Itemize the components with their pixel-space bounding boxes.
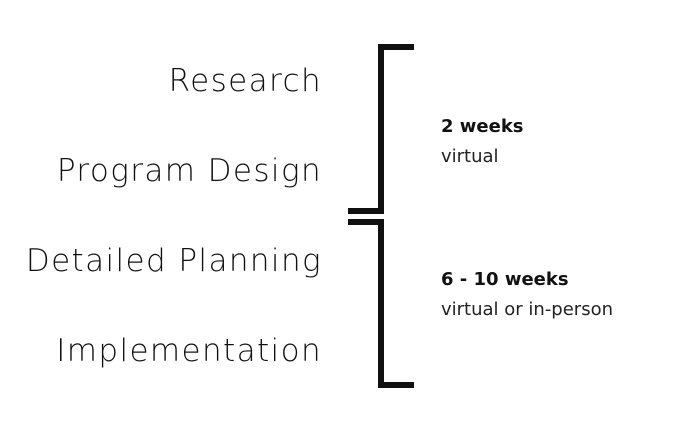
phase-label-implementation: Implementation	[56, 333, 322, 369]
lower-bracket	[348, 219, 414, 388]
phase-label-research: Research	[168, 63, 322, 99]
group-duration-upper: 2 weeks	[441, 116, 524, 137]
upper-bracket	[348, 44, 414, 214]
group-mode-lower: virtual or in-person	[441, 299, 614, 320]
phase-label-program-design: Program Design	[56, 153, 322, 189]
phase-label-detailed-planning: Detailed Planning	[25, 243, 322, 279]
group-mode-upper: virtual	[441, 146, 499, 167]
group-duration-lower: 6 - 10 weeks	[441, 269, 569, 290]
